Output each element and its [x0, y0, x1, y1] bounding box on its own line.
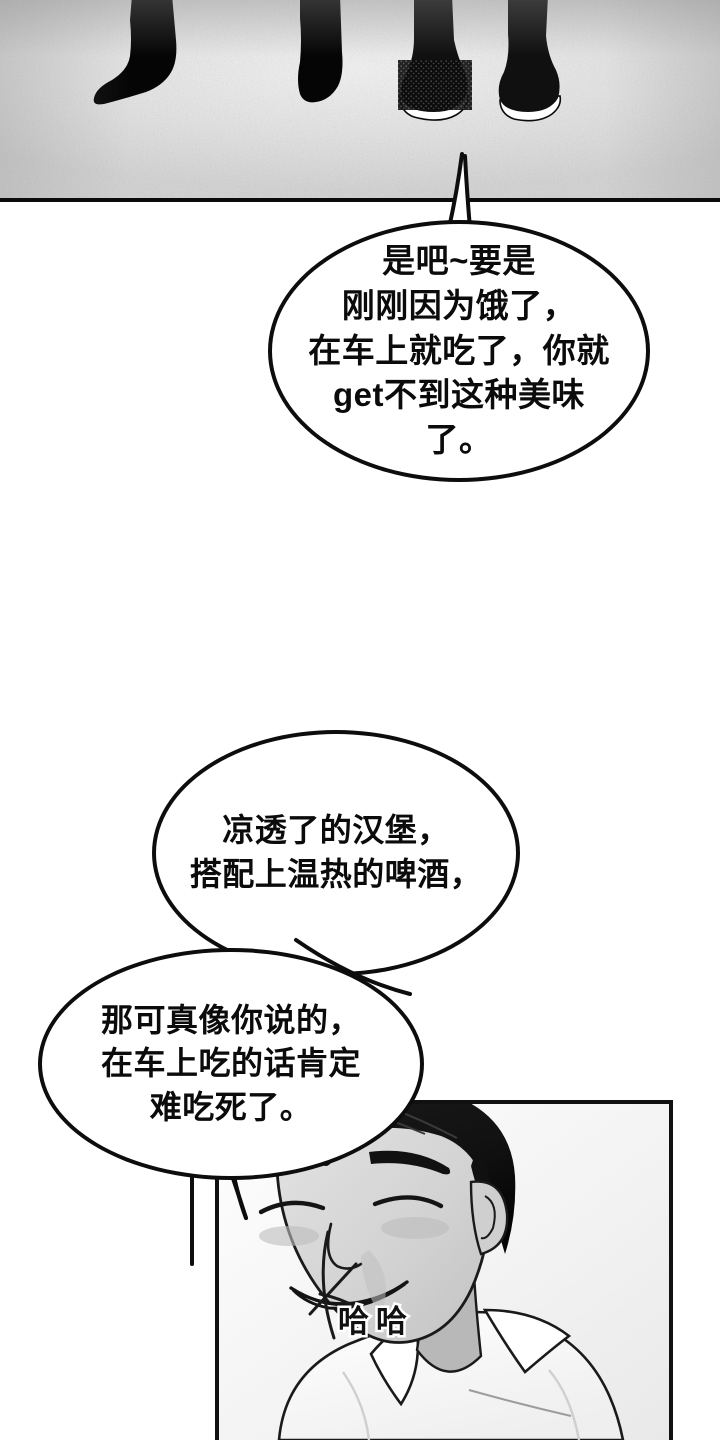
sfx-laugh-text: 哈哈 [336, 1302, 414, 1342]
speech-bubble-1-text: 是吧~要是 刚刚因为饿了， 在车上就吃了，你就 get不到这种美味 了。 [308, 241, 610, 459]
eye-left-closed [258, 1200, 326, 1215]
speech-bubble-3: 那可真像你说的， 在车上吃的话肯定 难吃死了。 [38, 948, 424, 1180]
shirt-fold-2 [548, 1369, 581, 1440]
shirt-fold-3 [468, 1389, 572, 1417]
ear-inner [480, 1195, 496, 1240]
art-panel-smiling-man [215, 1100, 673, 1440]
photo-vignette [0, 0, 720, 200]
speech-bubble-2: 凉透了的汉堡， 搭配上温热的啤酒， [152, 730, 520, 976]
legs-and-shoes [93, 0, 562, 122]
boot-left [93, 0, 177, 105]
sneaker-left-knit [398, 60, 472, 110]
eye-right-closed [372, 1195, 444, 1209]
speech-bubble-2-text: 凉透了的汉堡， 搭配上温热的啤酒， [189, 812, 483, 892]
laugh-lines [308, 1230, 360, 1340]
blush-left [259, 1226, 319, 1246]
eyebrow-right [369, 1150, 451, 1175]
boot-second [298, 0, 343, 103]
shirt-fold-1 [342, 1371, 371, 1440]
ear [469, 1180, 509, 1256]
photo-panel-ground-with-legs [0, 0, 720, 200]
panel-divider-line [0, 198, 720, 202]
ground-grain-overlay [0, 0, 720, 200]
sneaker-right [498, 0, 560, 112]
shirt-collar-right [482, 1308, 572, 1374]
speech-bubble-3-text: 那可真像你说的， 在车上吃的话肯定 难吃死了。 [100, 1001, 361, 1125]
speech-bubble-1: 是吧~要是 刚刚因为饿了， 在车上就吃了，你就 get不到这种美味 了。 [268, 220, 650, 482]
cheek-shadow [361, 1250, 386, 1316]
blush-right [381, 1217, 449, 1239]
